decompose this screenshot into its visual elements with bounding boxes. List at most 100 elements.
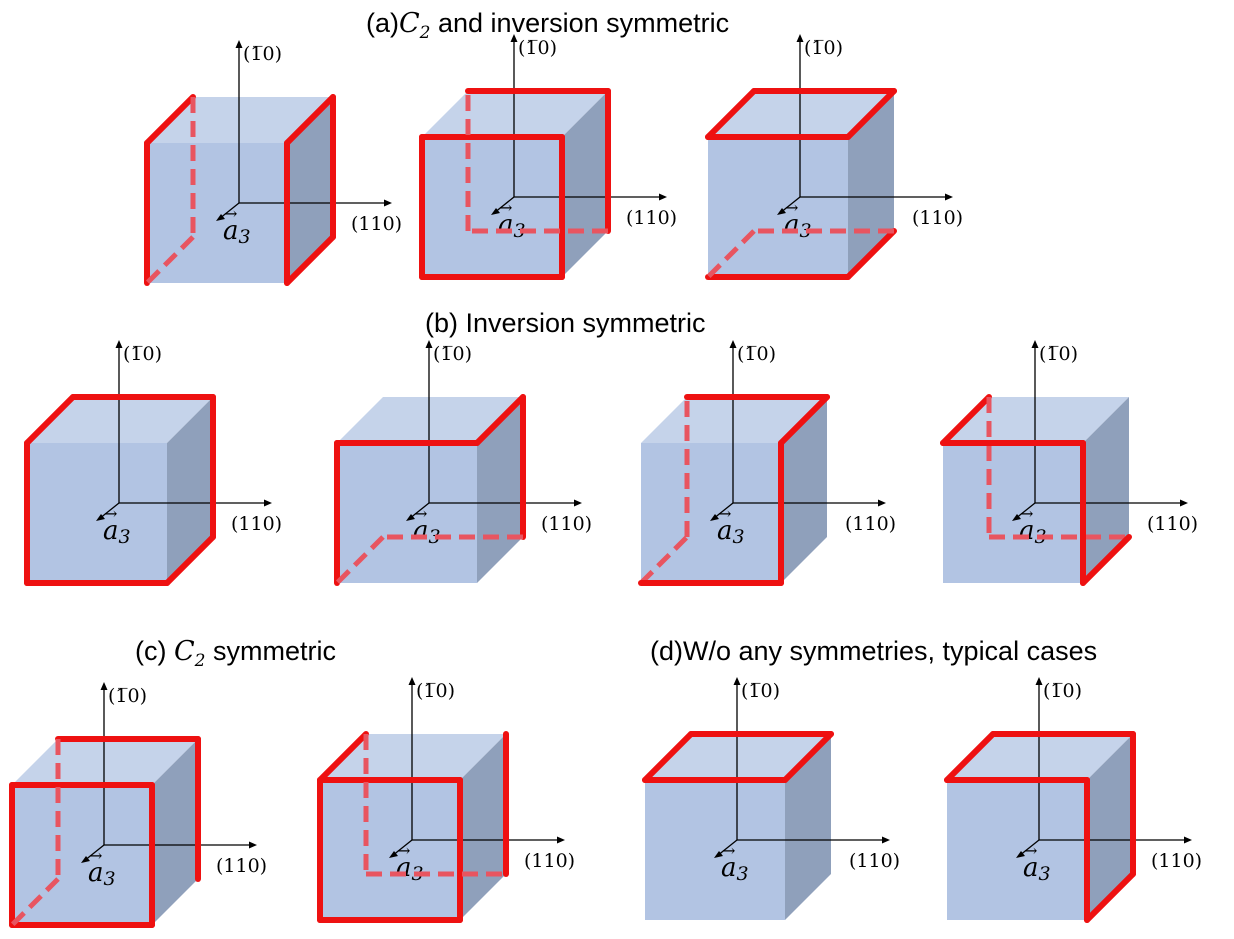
axes: (1̅0)(110)a3→ [1012,340,1198,548]
up-arrowhead [115,340,123,348]
cube-front-face [947,780,1087,920]
red-edge [284,234,336,286]
cube-front-face [27,443,167,583]
vector-a3-label: a3 [1023,853,1051,885]
vector-arrow-glyph: → [722,841,735,860]
axis-label-1-10: (1̅0) [1039,343,1078,365]
cube-b: (1̅0)(110)a3→ [638,340,896,586]
red-edge [778,394,830,446]
axes: (1̅0)(110)a3→ [389,677,575,885]
up-arrowhead [1035,677,1043,685]
axis-label-110: (110) [351,213,402,235]
cube-top-face [645,734,831,780]
highlight-edges [944,731,1136,923]
cube-side-face [781,397,827,583]
diag-arrowhead [710,514,719,521]
highlight-edges [144,94,336,286]
diag-arrowhead [81,856,90,863]
cube-front-face [320,780,460,920]
cube-side-face [1087,734,1133,920]
red-edge [845,228,897,280]
axis-label-1-10: (1̅0) [518,37,557,59]
cube-d: (1̅0)(110)a3→ [944,677,1202,923]
right-arrowhead [1184,836,1192,844]
axes: (1̅0)(110)a3→ [714,677,900,885]
vector-a3-label: a3 [88,858,116,890]
right-arrowhead [945,193,953,201]
highlight-edges [940,394,1132,586]
vector-arrow-glyph: → [499,198,512,217]
right-arrowhead [557,836,565,844]
up-arrowhead [796,34,804,42]
cube-c: (1̅0)(110)a3→ [9,682,267,928]
axis-label-110: (110) [1147,513,1198,535]
cube-top-face [27,397,213,443]
axis-label-110: (110) [231,513,282,535]
diag-arrowhead [216,214,225,221]
vector-arrow-glyph: → [785,198,798,217]
cube-front-face [645,780,785,920]
panel-a-title: (a)C2 and inversion symmetric [366,8,729,43]
axis-label-1-10: (1̅0) [804,37,843,59]
red-dashed-edge [639,535,689,585]
vector-arrow-glyph: → [224,204,237,223]
up-arrowhead [729,340,737,348]
vector-arrow-glyph: → [104,504,117,523]
up-arrowhead [1031,340,1039,348]
red-edge [940,394,992,446]
vector-a3-label: a3 [223,216,251,248]
right-arrowhead [574,499,582,507]
cube-side-face [785,734,831,920]
highlight-edges [334,394,526,586]
cubes-group: (1̅0)(110)a3→(1̅0)(110)a3→(1̅0)(110)a3→(… [9,34,1202,928]
cube-a: (1̅0)(110)a3→ [419,34,677,280]
red-edge [164,534,216,586]
vector-arrow-glyph: → [414,504,427,523]
right-arrowhead [249,841,257,849]
panel-c-title: (c) C2 symmetric [135,636,336,671]
axis-label-1-10: (1̅0) [108,685,147,707]
up-arrowhead [100,682,108,690]
axis-label-1-10: (1̅0) [433,343,472,365]
axis-label-1-10: (1̅0) [1043,680,1082,702]
right-arrowhead [1180,499,1188,507]
up-arrowhead [733,677,741,685]
cube-front-face [943,443,1083,583]
diag-arrowhead [389,851,398,858]
axes: (1̅0)(110)a3→ [710,340,896,548]
diag-arrowhead [1016,851,1025,858]
red-edge [642,731,694,783]
up-arrowhead [510,34,518,42]
vector-arrow-glyph: → [397,841,410,860]
red-edge [284,94,336,146]
cube-top-face [337,397,523,443]
vector-arrow-glyph: → [718,504,731,523]
red-edge [1084,871,1136,923]
highlight-edges [419,88,611,280]
diag-arrowhead [714,851,723,858]
axis-label-1-10: (1̅0) [741,680,780,702]
diag-arrowhead [1012,514,1021,521]
axis-label-110: (110) [626,207,677,229]
highlight-edges [638,394,830,586]
cube-b: (1̅0)(110)a3→ [940,340,1198,586]
vector-a3-label: a3 [721,853,749,885]
cube-side-face [152,739,198,925]
highlight-edges [9,736,201,928]
up-arrowhead [235,40,243,48]
right-arrowhead [384,199,392,207]
cube-d: (1̅0)(110)a3→ [642,677,900,920]
panel-d-title: (d)W/o any symmetries, typical cases [650,636,1097,666]
panel-b-title: (b) Inversion symmetric [425,308,706,338]
cube-top-face [947,734,1133,780]
right-arrowhead [659,193,667,201]
highlight-edges [705,88,897,280]
up-arrowhead [408,677,416,685]
cube-front-face [422,137,562,277]
cube-side-face [287,97,333,283]
diag-arrowhead [777,208,786,215]
cube-b: (1̅0)(110)a3→ [24,340,282,586]
axis-label-1-10: (1̅0) [123,343,162,365]
axis-label-110: (110) [524,850,575,872]
